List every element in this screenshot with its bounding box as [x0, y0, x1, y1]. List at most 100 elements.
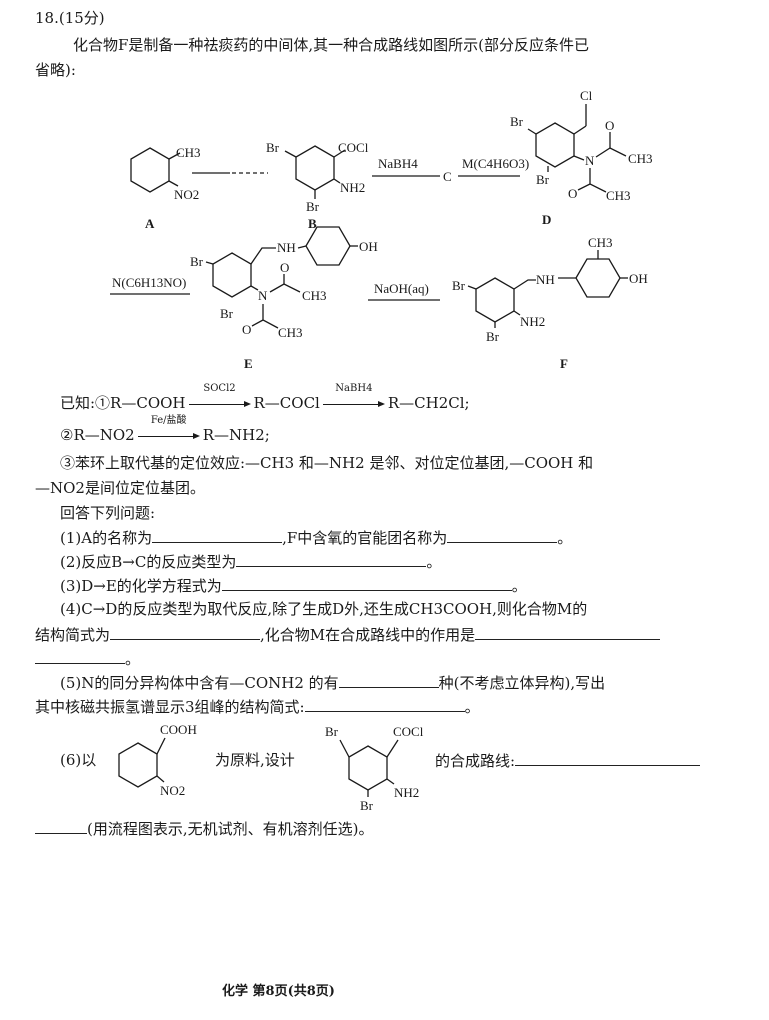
q4-text-b: ,化合物M在合成路线中的作用是: [260, 626, 476, 644]
scheme-A-ch3-label: CH3: [176, 145, 201, 160]
known-2-reagent: Fe/盐酸: [150, 415, 187, 426]
questions-q6_s1-no2-label: NO2: [160, 783, 185, 798]
known-2-product: R—NH2;: [202, 426, 270, 444]
scheme-F-ch3-label: CH3: [588, 235, 613, 250]
questions-q6_s2-cocl-label: COCl: [393, 724, 424, 739]
known-1-product: R—CH2Cl;: [387, 394, 470, 412]
question-1: (1)A的名称为,F中含氧的官能团名称为。: [60, 527, 572, 548]
compound-b: Br COCl NH2 Br B: [266, 140, 369, 231]
scheme-E-ch3b-label: CH3: [278, 325, 303, 340]
scheme-reagent_m-label: M(C4H6O3): [462, 156, 529, 171]
scheme-D-o2-label: O: [568, 186, 577, 201]
scheme-D-n-label: N: [585, 153, 595, 168]
question-4-line-1: (4)C→D的反应类型为取代反应,除了生成D外,还生成CH3COOH,则化合物M…: [60, 600, 588, 618]
scheme-D-o1-label: O: [605, 118, 614, 133]
scheme-B-label-label: B: [308, 216, 317, 231]
q6-text-c: 的合成路线:: [435, 752, 516, 770]
scheme-F-br1-label: Br: [452, 278, 466, 293]
page-footer: 化学 第8页(共8页): [222, 984, 335, 999]
scheme-reagent_nabh4-label: NaBH4: [378, 156, 418, 171]
scheme-reagent_naoh-label: NaOH(aq): [374, 281, 429, 296]
questions-q6_s2-nh2-label: NH2: [394, 785, 419, 800]
q4-text-c: 。: [125, 650, 141, 668]
compound-e: Br NH OH N O CH3 O CH3 Br E: [190, 226, 378, 371]
scheme-F-br2-label: Br: [486, 329, 500, 344]
scheme-E-nh-label: NH: [277, 240, 296, 255]
scheme-A-no2-label: NO2: [174, 187, 199, 202]
known-3-line-1: ③苯环上取代基的定位效应:—CH3 和—NH2 是邻、对位定位基团,—COOH …: [60, 454, 594, 472]
known-1-arrow-1: SOCl2: [188, 384, 251, 413]
q4-answer-blank-1[interactable]: [110, 624, 261, 640]
question-2: (2)反应B→C的反应类型为 。: [60, 551, 441, 572]
q3-answer-blank[interactable]: [221, 575, 512, 591]
known-1-intermediate: R—COCl: [253, 394, 320, 412]
intro-line-1: 化合物F是制备一种祛痰药的中间体,其一种合成路线如图所示(部分反应条件已: [73, 36, 590, 54]
q3-text-a: (3)D→E的化学方程式为: [60, 577, 222, 595]
scheme-F-oh-label: OH: [629, 271, 648, 286]
question-6-line-2: (用流程图表示,无机试剂、有机溶剂任选)。: [35, 818, 373, 839]
scheme-B-cocl-label: COCl: [338, 140, 369, 155]
compound-a: CH3 NO2 A: [130, 145, 201, 231]
known-2: ②R—NO2 Fe/盐酸 R—NH2;: [60, 416, 270, 445]
scheme-F-nh-label: NH: [536, 272, 555, 287]
known-2-reactant: ②R—NO2: [60, 426, 135, 444]
scheme-E-br1-label: Br: [190, 254, 204, 269]
q1-answer-blank-2[interactable]: [447, 527, 558, 543]
questions-q6_s2-br1-label: Br: [325, 724, 339, 739]
q6-answer-blank[interactable]: [515, 750, 701, 766]
scheme-D-label-label: D: [542, 212, 551, 227]
scheme-E-n-label: N: [258, 288, 268, 303]
known-1-reagent-1: SOCl2: [203, 383, 236, 394]
questions-q6_s2-br2-label: Br: [360, 798, 374, 813]
q1-text-c: 。: [557, 529, 573, 547]
q5-answer-blank-1[interactable]: [338, 672, 439, 688]
question-6-line-1: 的合成路线:: [435, 750, 701, 771]
scheme-F-nh2-label: NH2: [520, 314, 545, 329]
q3-text-b: 。: [511, 577, 527, 595]
q4-text-a: 结构简式为: [35, 626, 111, 644]
question-number: 18.(15分): [35, 9, 105, 27]
questions-q6_s1-cooh-label: COOH: [160, 722, 197, 737]
q4-answer-blank-2[interactable]: [475, 624, 661, 640]
q6-answer-blank-cont[interactable]: [35, 818, 87, 834]
q6-text-b: 为原料,设计: [215, 751, 295, 769]
scheme-D-br1-label: Br: [510, 114, 524, 129]
scheme-D-ch3b-label: CH3: [606, 188, 631, 203]
question-5-line-1: (5)N的同分异构体中含有—CONH2 的有种(不考虑立体异构),写出: [60, 672, 605, 693]
q6-text-d: (用流程图表示,无机试剂、有机溶剂任选)。: [87, 820, 374, 838]
question-3: (3)D→E的化学方程式为 。: [60, 575, 527, 596]
q2-answer-blank[interactable]: [236, 551, 427, 567]
scheme-A-label-label: A: [145, 216, 155, 231]
scheme-E-o1-label: O: [280, 260, 289, 275]
scheme-E-br2-label: Br: [220, 306, 234, 321]
scheme-D-cl-label: Cl: [580, 88, 593, 103]
scheme-C-label: C: [443, 169, 452, 184]
intro-line-2: 省略):: [35, 61, 76, 79]
known-1-arrow-2: NaBH4: [322, 384, 385, 413]
known-2-arrow: Fe/盐酸: [137, 416, 200, 445]
scheme-E-o2-label: O: [242, 322, 251, 337]
q5-answer-blank-2[interactable]: [304, 696, 465, 712]
q5-text-d: 。: [464, 698, 480, 716]
scheme-reagent_n-label: N(C6H13NO): [112, 275, 186, 290]
scheme-D-ch3a-label: CH3: [628, 151, 653, 166]
q2-text-a: (2)反应B→C的反应类型为: [60, 553, 237, 571]
q5-text-c: 其中核磁共振氢谱显示3组峰的结构简式:: [35, 698, 305, 716]
question-4-line-3: 。: [35, 648, 140, 669]
compound-d: Cl Br N O CH3 O CH3 Br D: [510, 88, 653, 227]
q4-answer-blank-2-cont[interactable]: [35, 648, 125, 664]
known-1-reactant: 已知:①R—COOH: [60, 394, 186, 412]
q1-text-a: (1)A的名称为: [60, 529, 153, 547]
scheme-F-label-label: F: [560, 356, 568, 371]
scheme-E-label-label: E: [244, 356, 253, 371]
scheme-E-oh-label: OH: [359, 239, 378, 254]
q1-answer-blank-1[interactable]: [152, 527, 283, 543]
scheme-B-br2-label: Br: [306, 199, 320, 214]
q6-start-material: COOH NO2: [118, 722, 197, 798]
q2-text-b: 。: [426, 553, 442, 571]
q6-text-a: (6)以: [60, 751, 97, 769]
scheme-B-nh2-label: NH2: [340, 180, 365, 195]
